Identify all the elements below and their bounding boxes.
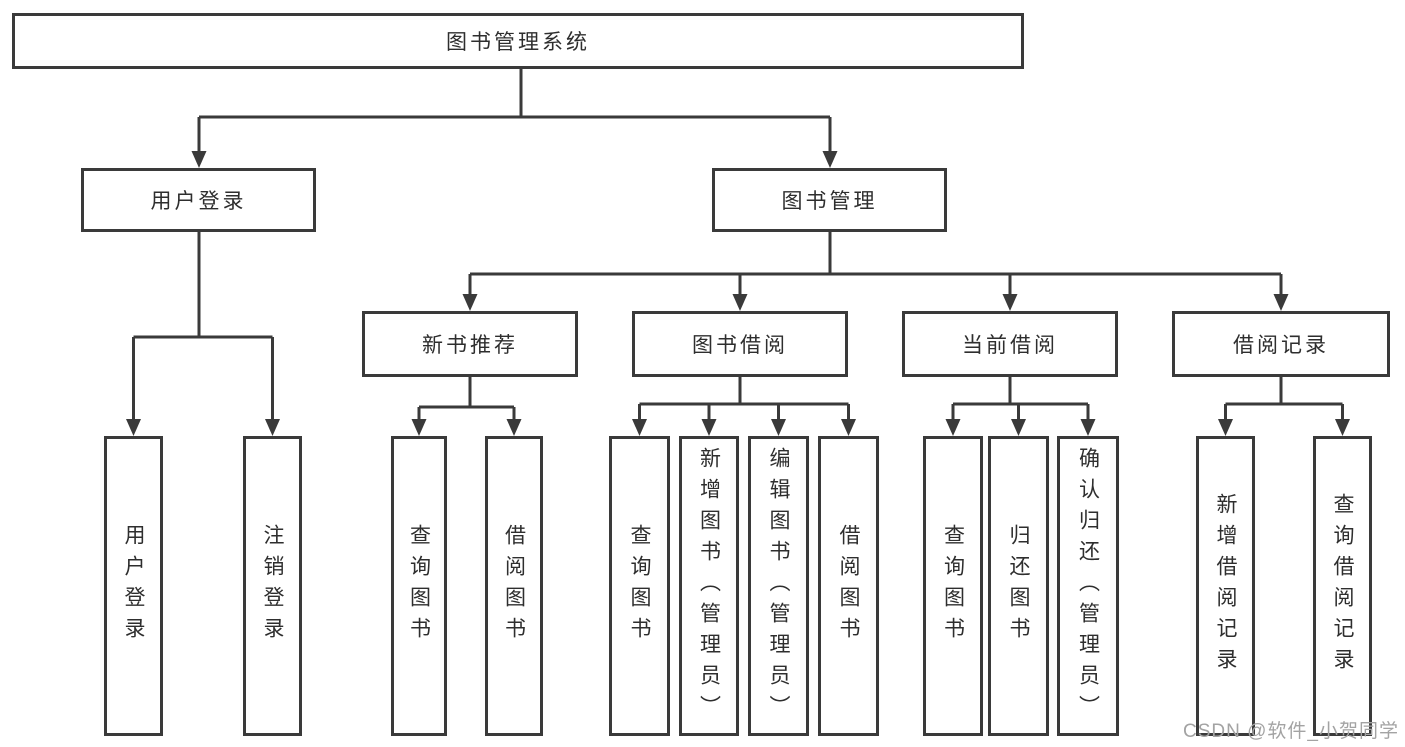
node-leaf-query-books-b-label: 查询图书 [628, 524, 651, 648]
node-root: 图书管理系统 [12, 13, 1024, 69]
node-new-book-recommend: 新书推荐 [362, 311, 578, 377]
arrowhead-icons [126, 151, 1350, 436]
node-leaf-logout: 注销登录 [243, 436, 302, 736]
node-leaf-edit-books-admin-label: 编辑图书（管理员） [767, 446, 790, 726]
node-borrow-records-label: 借阅记录 [1233, 334, 1329, 357]
node-user-login-label: 用户登录 [150, 190, 247, 213]
node-leaf-query-books-c: 查询图书 [923, 436, 983, 736]
node-leaf-add-borrow-record: 新增借阅记录 [1196, 436, 1255, 736]
node-leaf-confirm-return-admin: 确认归还（管理员） [1057, 436, 1119, 736]
node-leaf-query-borrow-record: 查询借阅记录 [1313, 436, 1372, 736]
node-current-borrowing: 当前借阅 [902, 311, 1118, 377]
node-book-management: 图书管理 [712, 168, 947, 232]
node-book-borrowing-label: 图书借阅 [692, 334, 788, 357]
tree-edges [132, 67, 1344, 421]
node-leaf-confirm-return-admin-label: 确认归还（管理员） [1076, 446, 1100, 726]
node-leaf-add-borrow-record-label: 新增借阅记录 [1214, 493, 1237, 679]
node-current-borrowing-label: 当前借阅 [962, 334, 1058, 357]
node-root-label: 图书管理系统 [446, 31, 590, 54]
node-leaf-borrow-books-a: 借阅图书 [485, 436, 543, 736]
csdn-watermark: CSDN @软件_小贺同学 [1183, 721, 1399, 742]
node-leaf-login: 用户登录 [104, 436, 163, 736]
node-leaf-query-books-a-label: 查询图书 [407, 524, 431, 648]
node-leaf-borrow-books-b-label: 借阅图书 [837, 524, 860, 648]
node-leaf-login-label: 用户登录 [122, 524, 145, 648]
node-leaf-edit-books-admin: 编辑图书（管理员） [748, 436, 809, 736]
node-leaf-borrow-books-a-label: 借阅图书 [502, 524, 526, 648]
node-leaf-borrow-books-b: 借阅图书 [818, 436, 879, 736]
node-leaf-add-books-admin-label: 新增图书（管理员） [697, 446, 721, 726]
node-leaf-query-books-b: 查询图书 [609, 436, 670, 736]
node-new-book-recommend-label: 新书推荐 [422, 334, 518, 357]
node-leaf-logout-label: 注销登录 [261, 524, 284, 648]
node-leaf-query-borrow-record-label: 查询借阅记录 [1331, 493, 1354, 679]
node-borrow-records: 借阅记录 [1172, 311, 1390, 377]
node-leaf-return-books-label: 归还图书 [1007, 524, 1030, 648]
node-leaf-return-books: 归还图书 [988, 436, 1049, 736]
node-user-login: 用户登录 [81, 168, 316, 232]
node-book-management-label: 图书管理 [781, 190, 878, 213]
node-book-borrowing: 图书借阅 [632, 311, 848, 377]
node-leaf-add-books-admin: 新增图书（管理员） [679, 436, 739, 736]
node-leaf-query-books-a: 查询图书 [391, 436, 447, 736]
node-leaf-query-books-c-label: 查询图书 [941, 524, 965, 648]
